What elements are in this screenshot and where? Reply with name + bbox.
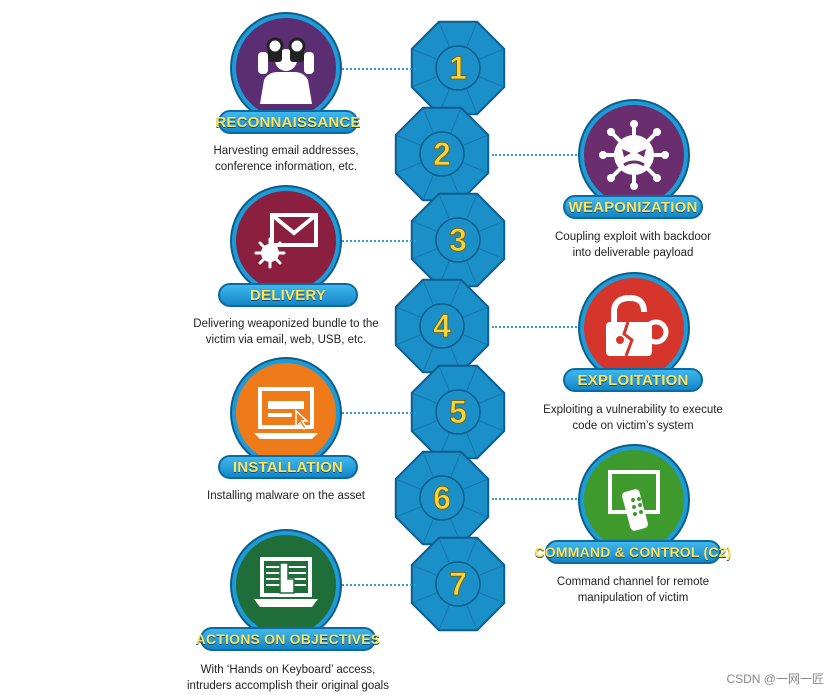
laptop-hand-icon	[254, 557, 318, 607]
hexagon-step-4: 4	[394, 278, 490, 374]
stage-title: EXPLOITATION	[563, 368, 703, 392]
connector-dots	[492, 326, 584, 328]
hexagon-step-2: 2	[394, 106, 490, 202]
broken-lock-icon	[606, 294, 669, 357]
exploitation-medallion	[580, 274, 688, 382]
number-disc	[435, 389, 481, 435]
step-number: 6	[433, 480, 451, 516]
connector-dots	[338, 68, 416, 70]
install-window-icon	[254, 387, 318, 439]
connector-dots	[492, 498, 584, 500]
hexagon-step-7: 7	[410, 536, 506, 632]
step-number: 5	[449, 394, 467, 430]
stage-title: COMMAND & CONTROL (C2)	[534, 540, 731, 564]
stage-description: Exploiting a vulnerability to execute co…	[543, 404, 723, 432]
command-control-medallion	[580, 446, 688, 554]
stage-title: ACTIONS ON OBJECTIVES	[196, 627, 380, 651]
number-disc	[419, 475, 465, 521]
remote-control-icon	[608, 470, 660, 531]
connector-dots	[338, 584, 416, 586]
stage-description: Delivering weaponized bundle to the vict…	[193, 318, 379, 346]
number-disc	[435, 45, 481, 91]
delivery-medallion	[232, 187, 340, 295]
step-number: 1	[449, 50, 467, 86]
hexagon-step-1: 1	[410, 20, 506, 116]
stage-description: Command channel for remote manipulation …	[556, 576, 710, 604]
number-disc	[419, 303, 465, 349]
connector-dots	[338, 412, 416, 414]
hexagon-step-5: 5	[410, 364, 506, 460]
connector-dots	[338, 240, 416, 242]
stage-description: Harvesting email addresses, conference i…	[213, 145, 359, 173]
binoculars-person-icon	[258, 37, 314, 104]
stage-title: WEAPONIZATION	[563, 195, 703, 219]
virus-icon	[599, 120, 669, 190]
connector-dots	[492, 154, 584, 156]
stage-title: DELIVERY	[218, 283, 358, 307]
weaponization-medallion	[580, 101, 688, 209]
envelope-virus-icon	[254, 213, 318, 269]
step-number: 3	[449, 222, 467, 258]
actions-medallion	[232, 531, 340, 639]
stage-description: Coupling exploit with backdoor into deli…	[555, 231, 711, 259]
stage-description: Installing malware on the asset	[207, 490, 365, 502]
number-disc	[435, 217, 481, 263]
step-number: 7	[449, 566, 467, 602]
number-disc	[419, 131, 465, 177]
hexagon-step-3: 3	[410, 192, 506, 288]
reconnaissance-medallion	[232, 14, 340, 122]
hexagon-step-6: 6	[394, 450, 490, 546]
watermark: CSDN @一网一匠	[726, 672, 824, 686]
stage-title: RECONNAISSANCE	[215, 110, 360, 134]
stage-description: With ‘Hands on Keyboard’ access, intrude…	[187, 664, 389, 692]
number-disc	[435, 561, 481, 607]
step-number: 2	[433, 136, 451, 172]
installation-medallion	[232, 359, 340, 467]
step-number: 4	[433, 308, 451, 344]
stage-title: INSTALLATION	[218, 455, 358, 479]
